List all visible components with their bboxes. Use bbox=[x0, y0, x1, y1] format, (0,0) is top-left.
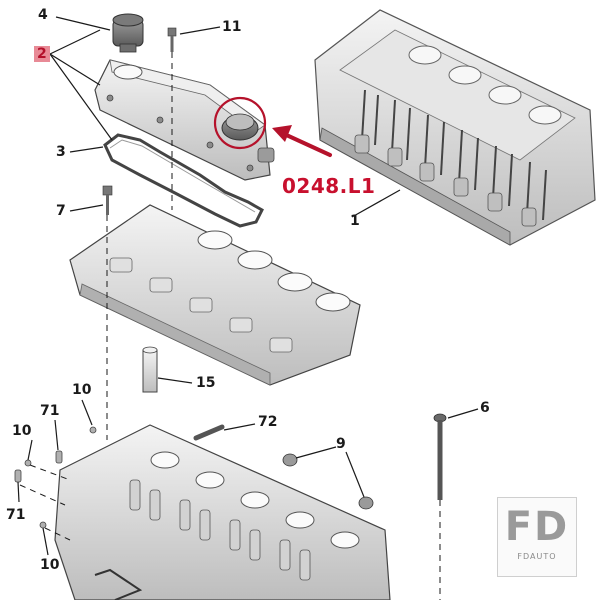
fdauto-watermark-logo: FD FDAUTO bbox=[497, 497, 577, 577]
callout-6: 6 bbox=[480, 400, 490, 416]
cylinder-head-assembly bbox=[314, 9, 596, 246]
callout-10-bottom: 10 bbox=[40, 557, 60, 573]
callout-72: 72 bbox=[258, 414, 278, 430]
reference-code-label: 0248.L1 bbox=[282, 174, 376, 198]
callout-71-top: 71 bbox=[40, 403, 60, 419]
alignment-dashes bbox=[19, 52, 441, 600]
head-bolt-6 bbox=[433, 413, 447, 500]
callout-2: 2 bbox=[34, 46, 50, 62]
callout-1: 1 bbox=[350, 213, 360, 229]
bolt-7 bbox=[102, 185, 113, 215]
callout-9: 9 bbox=[336, 436, 346, 452]
watermark-brand-text: FDAUTO bbox=[517, 552, 557, 561]
dowels bbox=[14, 426, 97, 529]
callout-71-bottom: 71 bbox=[6, 507, 26, 523]
callout-7: 7 bbox=[56, 203, 66, 219]
leader-lines bbox=[17, 16, 479, 556]
plug-9 bbox=[282, 453, 374, 510]
pin-72 bbox=[193, 424, 225, 441]
bolt-11 bbox=[167, 27, 177, 52]
bare-cylinder-head bbox=[54, 424, 391, 600]
highlight-arrow bbox=[272, 125, 332, 157]
callout-15: 15 bbox=[196, 375, 216, 391]
watermark-logo-text: FD bbox=[504, 504, 570, 550]
breather-fitting bbox=[221, 113, 275, 163]
callout-10-left: 10 bbox=[12, 423, 32, 439]
cover-gasket bbox=[103, 133, 264, 228]
highlight-circle bbox=[213, 96, 267, 150]
spark-tube-15 bbox=[142, 346, 158, 393]
camshaft-carrier bbox=[69, 204, 361, 386]
callout-11: 11 bbox=[222, 19, 242, 35]
cylinder-head-cover bbox=[94, 59, 275, 181]
callout-4: 4 bbox=[38, 7, 48, 23]
oil-filler-cap bbox=[112, 13, 144, 53]
callout-10-top: 10 bbox=[72, 382, 92, 398]
callout-3: 3 bbox=[56, 144, 66, 160]
